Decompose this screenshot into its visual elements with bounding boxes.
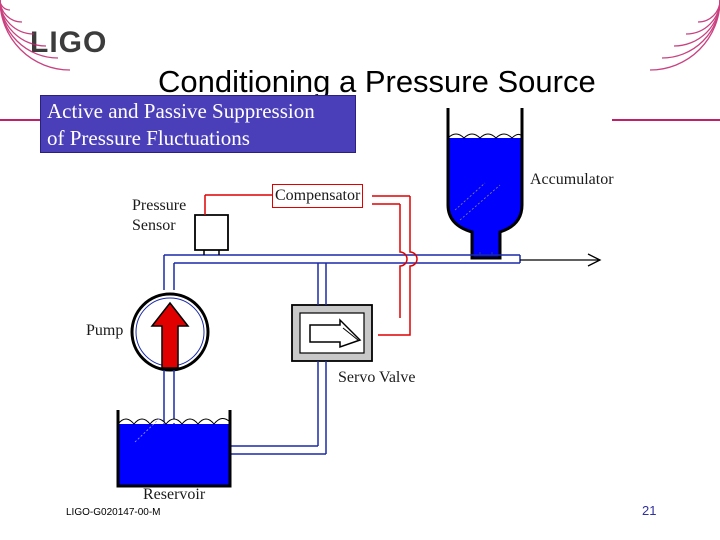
footer-document-code: LIGO-G020147-00-M bbox=[66, 507, 161, 518]
pressure-sensor bbox=[194, 214, 229, 255]
subtitle-line-1: Active and Passive Suppression bbox=[47, 99, 315, 123]
subtitle-line-2: of Pressure Fluctuations bbox=[47, 126, 250, 150]
reservoir-label: Reservoir bbox=[143, 486, 206, 503]
servo-valve-label: Servo Valve bbox=[338, 369, 416, 386]
accumulator-glint-2 bbox=[459, 184, 501, 221]
accumulator-wave bbox=[447, 133, 523, 139]
accumulator-label: Accumulator bbox=[530, 171, 614, 188]
compensator-box: Compensator bbox=[272, 184, 364, 208]
decorative-arcs bbox=[0, 0, 720, 71]
subtitle-box: Active and Passive Suppression of Pressu… bbox=[40, 95, 356, 153]
reservoir-wave bbox=[117, 418, 231, 425]
pump-label: Pump bbox=[86, 322, 124, 339]
ligo-logo: LIGO bbox=[30, 26, 108, 59]
page-number: 21 bbox=[642, 503, 657, 518]
pressure-sensor-label-line-2: Sensor bbox=[132, 217, 176, 234]
accumulator-outline bbox=[446, 108, 524, 260]
outlet-arrow bbox=[520, 253, 602, 267]
reservoir-tank bbox=[116, 410, 232, 488]
accumulator-vessel bbox=[446, 108, 524, 260]
pressure-sensor-label-line-1: Pressure bbox=[132, 197, 187, 214]
pump-arrow-icon bbox=[150, 301, 190, 369]
valve-pipes bbox=[230, 263, 327, 455]
servo-valve bbox=[291, 304, 373, 362]
supply-pipe bbox=[163, 254, 520, 290]
signal-wires bbox=[204, 194, 418, 336]
pressure-sensor-label: Pressure Sensor bbox=[132, 196, 186, 236]
accumulator-connection bbox=[479, 252, 493, 255]
slide-title: Conditioning a Pressure Source bbox=[158, 64, 596, 99]
subtitle-text: Active and Passive Suppression of Pressu… bbox=[47, 98, 315, 152]
pump bbox=[130, 292, 210, 372]
accumulator-glint-1 bbox=[454, 182, 486, 211]
